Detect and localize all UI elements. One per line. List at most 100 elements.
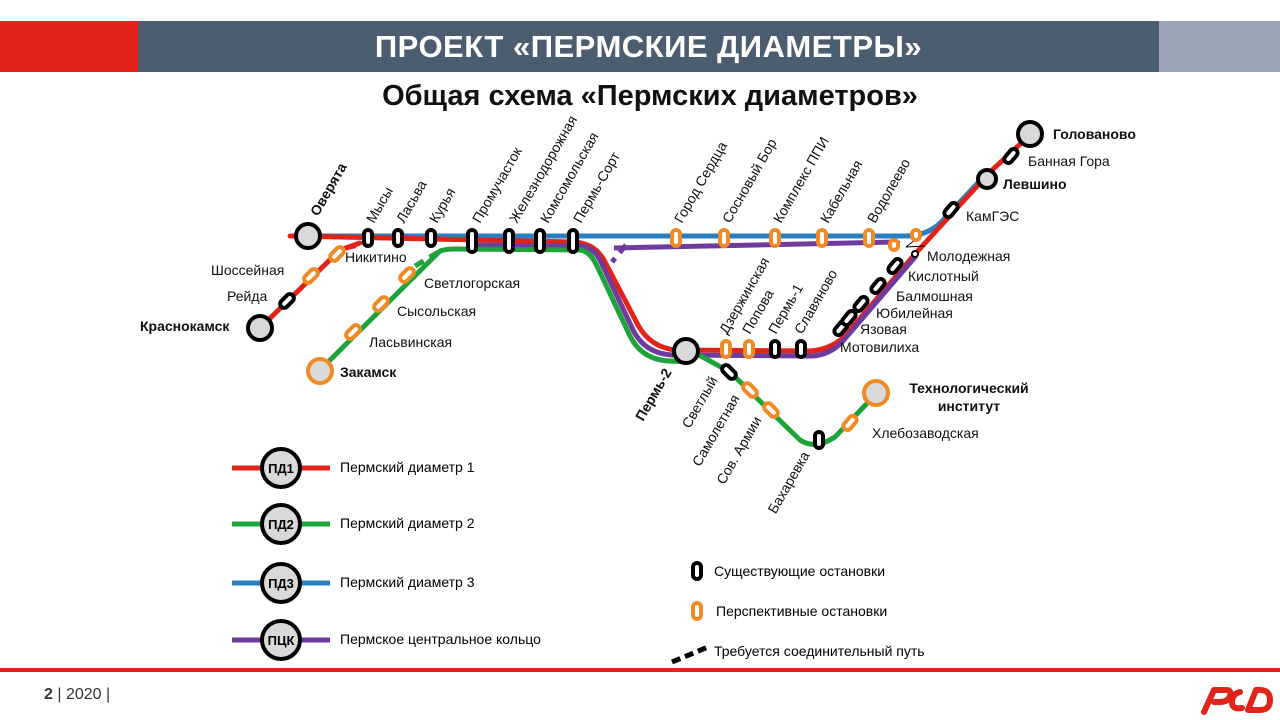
station-krasnokamsk-circle	[246, 314, 274, 342]
legend-pd2-code: ПД2	[268, 517, 294, 532]
stop-sov-armii	[762, 401, 780, 419]
label-kamges: КамГЭС	[966, 208, 1019, 224]
stop-sysolskaya	[372, 295, 390, 313]
stop-molodezhnaya-b	[888, 238, 900, 252]
legend-stops: Существующие остановки Перспективные ост…	[671, 561, 925, 665]
legend-pd3-code: ПД3	[268, 576, 294, 591]
terminal-stations	[246, 120, 1044, 407]
label-motovilikha: Мотовилиха	[840, 339, 919, 355]
stops-planned	[302, 228, 922, 433]
label-kurya: Курья	[426, 185, 459, 226]
stop-bannaya-gora	[1002, 146, 1020, 166]
stop-kabelnaya	[816, 228, 828, 248]
label-lasvinskaya: Ласьвинская	[369, 334, 452, 350]
legend-pck: ПЦК Пермское центральное кольцо	[232, 619, 541, 661]
stop-lasvinskaya	[344, 323, 362, 341]
label-lasva: Ласьва	[393, 177, 430, 225]
stop-dzerzhinskaya	[720, 339, 732, 359]
header-red-block	[0, 21, 138, 72]
label-bannaya-gora: Банная Гора	[1028, 153, 1110, 169]
legend-lines: ПД1 Пермский диаметр 1 ПД2 Пермский диам…	[232, 447, 541, 661]
stop-kurya	[425, 228, 437, 248]
label-balmoshnaya: Балмошная	[896, 288, 973, 304]
stop-perm1	[769, 339, 781, 359]
label-overyata: Оверятa	[307, 160, 350, 219]
stop-zheleznodorozhnaya	[503, 228, 515, 254]
legend-pd3: ПД3 Пермский диаметр 3	[232, 562, 475, 604]
label-kislotny: Кислотный	[908, 268, 979, 284]
label-tekh-2: институт	[938, 398, 1000, 414]
stop-molodezhnaya-a	[910, 228, 922, 242]
legend-pck-label: Пермское центральное кольцо	[340, 631, 541, 647]
station-tekh-circle	[862, 379, 890, 407]
label-molodezhnaya: Молодежная	[927, 248, 1010, 264]
legend-existing-label: Существующие остановки	[714, 563, 885, 579]
label-levshino: Левшино	[1003, 176, 1067, 192]
label-zakamsk: Закамск	[340, 364, 397, 380]
legend-connector-label: Требуется соединительный путь	[714, 643, 925, 659]
stop-slavyanovo	[795, 339, 807, 359]
legend-pd1: ПД1 Пермский диаметр 1	[232, 447, 475, 489]
station-zakamsk-circle	[306, 357, 334, 385]
label-mysy: Мысы	[363, 184, 396, 226]
footer: 2 | 2020 |	[44, 686, 110, 704]
stop-samoletnaya	[741, 381, 759, 399]
page-number: 2	[44, 686, 53, 703]
label-golovanovo: Голованово	[1053, 126, 1136, 142]
legend-pd2: ПД2 Пермский диаметр 2	[232, 503, 475, 545]
label-yubileynaya: Юбилейная	[876, 305, 953, 321]
label-shosseynaya: Шоссейная	[211, 262, 284, 278]
header-grey-block	[1159, 21, 1280, 72]
label-kabelnaya: Кабельная	[817, 157, 866, 225]
label-perm2: Пермь-2	[632, 365, 675, 423]
stop-svetly	[720, 363, 738, 381]
station-overyata-circle	[294, 222, 322, 250]
label-svetlogorskaya: Светлогорская	[424, 275, 520, 291]
legend-planned-label: Перспективные остановки	[716, 603, 887, 619]
footer-sep-2: |	[106, 686, 111, 703]
pck-line	[469, 239, 918, 359]
stops-existing	[278, 146, 1020, 450]
stop-svetlogorskaya	[398, 266, 416, 284]
legend-pd2-label: Пермский диаметр 2	[340, 515, 475, 531]
legend-connector-marker	[671, 644, 709, 665]
label-khlebozavodskaya: Хлебозаводская	[872, 425, 979, 441]
stop-perm-sort	[567, 228, 579, 254]
label-reyda: Рейда	[227, 288, 267, 304]
footer-sep-1: |	[57, 686, 66, 703]
label-bakharevka: Бахаревка	[764, 448, 812, 516]
stop-khlebozavodskaya	[841, 413, 859, 433]
stop-bakharevka	[813, 430, 825, 450]
footer-divider	[0, 668, 1280, 672]
stop-popova	[743, 339, 755, 359]
station-levshino-circle	[976, 168, 998, 190]
stop-kislotny	[886, 256, 904, 276]
stop-reyda	[278, 292, 296, 310]
stop-balmoshnaya	[869, 276, 887, 296]
label-nikitino: Никитино	[345, 249, 407, 265]
stop-kompleks-ppi	[769, 228, 781, 248]
station-molodezhnaya-circle	[911, 250, 919, 258]
stop-sosnovy-bor	[718, 228, 730, 248]
stop-lasva	[392, 228, 404, 248]
legend-pd1-label: Пермский диаметр 1	[340, 459, 475, 475]
stop-motovilikha	[840, 308, 858, 328]
label-vodoleevo: Водолеево	[864, 156, 914, 226]
legend-pd1-code: ПД1	[268, 461, 294, 476]
label-tekh-1: Технологический	[909, 380, 1028, 396]
header-bar: ПРОЕКТ «ПЕРМСКИЕ ДИАМЕТРЫ»	[138, 21, 1159, 72]
map-title: Общая схема «Пермских диаметров»	[382, 80, 918, 112]
stop-mysy	[362, 228, 374, 248]
rzd-logo-icon	[1201, 687, 1273, 715]
legend-planned-marker	[691, 601, 703, 621]
legend-pd3-label: Пермский диаметр 3	[340, 574, 475, 590]
stop-komsomolskaya	[534, 228, 546, 254]
footer-year: 2020	[65, 686, 102, 703]
stop-vodoleevo	[863, 228, 875, 248]
legend-pck-code: ПЦК	[268, 633, 295, 648]
label-yazovaya: Язовая	[860, 321, 907, 337]
station-golovanovo-circle	[1016, 120, 1044, 148]
stop-yubileynaya	[852, 294, 870, 314]
legend-existing-marker	[691, 561, 703, 581]
